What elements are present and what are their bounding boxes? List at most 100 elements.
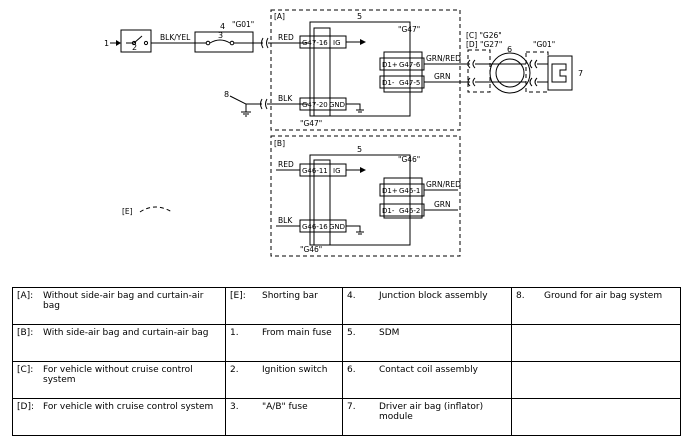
- legend-key: [511, 398, 540, 436]
- svg-text:G46-11: G46-11: [302, 167, 328, 175]
- feed-arrowhead: [116, 40, 121, 46]
- legend-row: [C]:For vehicle without cruise control s…: [12, 361, 681, 399]
- ignition-switch-box: [120, 29, 152, 53]
- connector-g01: "G01": [232, 20, 254, 29]
- contact-coil: [489, 52, 531, 94]
- svg-text:G47-16: G47-16: [302, 39, 328, 47]
- callout-8: 8: [224, 90, 229, 99]
- legend-key: 7.: [342, 398, 375, 436]
- wire-label-red-a: RED: [278, 33, 294, 42]
- wire-label-blk-a: BLK: [278, 94, 293, 103]
- svg-text:IG: IG: [333, 167, 341, 175]
- legend-key: [D]:: [12, 398, 39, 436]
- legend-key: 3.: [225, 398, 258, 436]
- driver-airbag-module: [547, 55, 573, 91]
- callout-3: 3: [218, 31, 223, 40]
- sdm-a-connector-bar: [313, 27, 331, 117]
- legend-row: [A]:Without side-air bag and curtain-air…: [12, 287, 681, 325]
- wiring-diagram: 1 2 BLK/YEL 4 3 "G01" RED 8 BLK [A] 5 G4…: [104, 9, 583, 257]
- wire-label-red-b: RED: [278, 160, 294, 169]
- ab-fuse-symbol: [209, 39, 231, 44]
- legend-key: 4.: [342, 287, 375, 325]
- connector-g26-g27: [467, 49, 491, 93]
- callout-4: 4: [220, 22, 225, 31]
- variant-b-tag: [B]: [274, 139, 285, 148]
- legend-text: For vehicle without cruise control syste…: [39, 361, 226, 399]
- sdm-b-squib-connector: [383, 177, 423, 219]
- svg-text:G47-20: G47-20: [302, 101, 328, 109]
- legend-text: For vehicle with cruise control system: [39, 398, 226, 436]
- wire-label-blk-b: BLK: [278, 216, 293, 225]
- legend-key: 2.: [225, 361, 258, 399]
- connector-ground-a-symbol: [260, 98, 268, 110]
- svg-text:G47-6: G47-6: [399, 61, 421, 69]
- legend-row: [D]:For vehicle with cruise control syst…: [12, 398, 681, 436]
- legend-text: Without side-air bag and curtain-air bag: [39, 287, 226, 325]
- ignition-switch-contact: [126, 35, 143, 44]
- svg-text:D1-: D1-: [382, 207, 395, 215]
- legend-text: With side-air bag and curtain-air bag: [39, 324, 226, 362]
- svg-text:G46-2: G46-2: [399, 207, 420, 215]
- connector-g47-bottom: "G47": [300, 119, 322, 128]
- legend-text: "A/B" fuse: [258, 398, 343, 436]
- variant-a-tag: [A]: [274, 12, 285, 21]
- legend-text: [540, 398, 681, 436]
- sdm-b: [309, 154, 411, 246]
- svg-text:GND: GND: [329, 101, 345, 109]
- wire-label-grn-red-b: GRN/RED: [426, 180, 461, 189]
- legend-key: 5.: [342, 324, 375, 362]
- legend-text: Contact coil assembly: [375, 361, 512, 399]
- legend-text: Ground for air bag system: [540, 287, 681, 325]
- sdm-a: [309, 21, 411, 117]
- legend-text: SDM: [375, 324, 512, 362]
- connector-g27-label: [D] "G27": [466, 40, 502, 49]
- svg-text:IG: IG: [333, 39, 341, 47]
- ground-symbol: [241, 111, 251, 117]
- variant-a-box: [270, 9, 461, 131]
- shorting-bar-tag: [E]: [122, 207, 133, 216]
- legend-key: [B]:: [12, 324, 39, 362]
- legend-text: [540, 361, 681, 399]
- callout-2: 2: [132, 43, 137, 52]
- inflator-symbol: [551, 63, 567, 83]
- svg-text:D1-: D1-: [382, 79, 395, 87]
- legend-key: [511, 324, 540, 362]
- connector-g26-label: [C] "G26": [466, 31, 502, 40]
- legend-text: [540, 324, 681, 362]
- legend-key: [E]:: [225, 287, 258, 325]
- ground-wire: [229, 95, 247, 112]
- legend-key: 6.: [342, 361, 375, 399]
- callout-1: 1: [104, 39, 109, 48]
- legend-text: Junction block assembly: [375, 287, 512, 325]
- connector-g46-top: "G46": [398, 155, 420, 164]
- svg-text:G46-1: G46-1: [399, 187, 420, 195]
- callout-5b: 5: [357, 145, 362, 154]
- callout-7: 7: [578, 69, 583, 78]
- sdm-a-squib-connector: [383, 51, 423, 93]
- legend-text: Ignition switch: [258, 361, 343, 399]
- wire-label-grn-b: GRN: [434, 200, 451, 209]
- connector-g46-bottom: "G46": [300, 245, 322, 254]
- legend-text: From main fuse: [258, 324, 343, 362]
- svg-text:G46-16: G46-16: [302, 223, 328, 231]
- callout-5a: 5: [357, 12, 362, 21]
- connector-g47-top: "G47": [398, 25, 420, 34]
- svg-text:D1+: D1+: [382, 187, 398, 195]
- wire-label-grn-a: GRN: [434, 72, 451, 81]
- svg-text:D1+: D1+: [382, 61, 398, 69]
- connector-g01-right: "G01": [533, 40, 555, 49]
- svg-text:GND: GND: [329, 223, 345, 231]
- legend-key: 8.: [511, 287, 540, 325]
- legend-key: [C]:: [12, 361, 39, 399]
- wire-label-blk-yel: BLK/YEL: [160, 33, 191, 42]
- svg-text:G47-5: G47-5: [399, 79, 420, 87]
- legend-text: Driver air bag (inflator) module: [375, 398, 512, 436]
- legend-row: [B]:With side-air bag and curtain-air ba…: [12, 324, 681, 362]
- variant-b-box: [270, 135, 461, 257]
- legend-key: [511, 361, 540, 399]
- sdm-b-connector-bar: [313, 159, 331, 246]
- legend-key: [A]:: [12, 287, 39, 325]
- shorting-bar-symbol: [139, 206, 173, 213]
- junction-block: [194, 31, 254, 53]
- callout-6: 6: [507, 45, 512, 54]
